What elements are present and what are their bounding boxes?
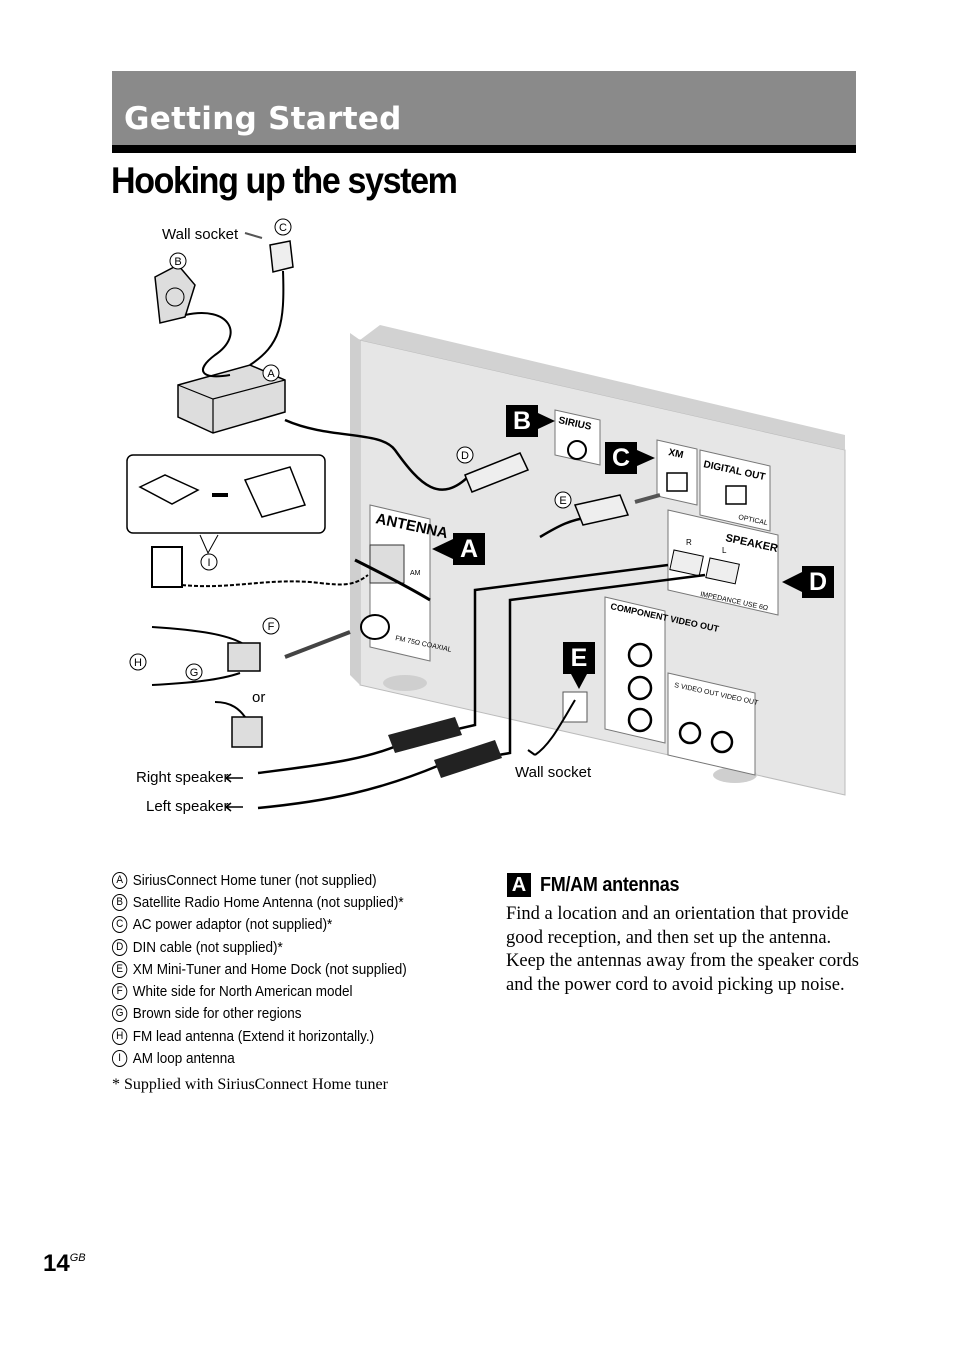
callout-a: A [262,364,280,382]
page-number: 14GB [43,1250,86,1277]
page-title: Hooking up the system [111,160,458,201]
speaker-r-label: R [686,538,692,547]
subsection-badge: A [507,873,531,897]
wall-socket-bottom-label: Wall socket [515,764,592,781]
svg-text:A: A [460,535,478,563]
svg-text:D: D [461,450,469,462]
panel-badge-d: D [782,566,834,598]
panel-badge-a: A [432,533,485,565]
svg-text:E: E [571,644,588,672]
footnote: * Supplied with SiriusConnect Home tuner [112,1076,388,1093]
callout-i: I [200,553,218,571]
callout-d: D [456,446,474,464]
subsection-body: Find a location and an orientation that … [506,903,861,998]
ac-adaptor [244,232,294,366]
speaker-cords [257,563,706,810]
speaker-l-label: L [722,546,727,555]
svg-text:C: C [279,222,287,234]
callout-g: G [185,663,203,681]
connection-diagram: ANTENNA AM FM 75Ω COAXIAL SIRIUS XM DIGI… [126,218,846,815]
svg-text:I: I [207,557,210,569]
svg-text:G: G [190,667,199,679]
right-speaker-label: Right speaker [136,769,229,786]
panel-badge-b: B [506,405,555,437]
subsection-heading: A FM/AM antennas [507,873,695,897]
xm-label: XM [667,447,684,461]
panel-badge-e: E [563,642,595,689]
digital-out-plate: DIGITAL OUT OPTICAL [699,449,771,532]
power-inlet [527,691,588,756]
callout-f: F [262,617,280,635]
fm-lead-antenna [151,614,390,748]
svg-text:B: B [174,256,181,268]
callout-h: H [129,653,147,671]
svg-text:A: A [267,368,275,380]
am-label: AM [410,570,421,577]
wall-socket-top-label: Wall socket [162,226,239,243]
callout-c: C [274,218,292,236]
or-label: or [252,689,265,706]
svg-text:B: B [513,407,531,435]
satellite-antenna [154,264,232,378]
am-loop-inset [126,454,326,555]
subsection-title: FM/AM antennas [540,873,680,896]
xm-cable [539,493,661,539]
panel-badge-c: C [605,442,655,474]
xm-plate: XM [656,439,698,506]
svg-text:C: C [612,444,630,472]
body-paragraph: Find a location and an orientation that … [506,904,849,948]
am-loop-antenna [151,546,431,602]
body-paragraph: Keep the antennas away from the speaker … [506,951,859,996]
svg-text:F: F [268,621,275,633]
sirius-plate: SIRIUS [554,409,601,466]
section-banner: Getting Started [112,71,856,153]
svg-text:D: D [809,568,827,596]
left-speaker-label: Left speaker [146,798,229,815]
callout-e: E [554,491,572,509]
section-title: Getting Started [124,101,402,137]
siriusconnect-tuner [177,364,530,493]
callout-b: B [169,252,187,270]
svg-text:E: E [559,495,566,507]
svg-text:H: H [134,657,142,669]
unit-rear-panel [350,325,846,796]
